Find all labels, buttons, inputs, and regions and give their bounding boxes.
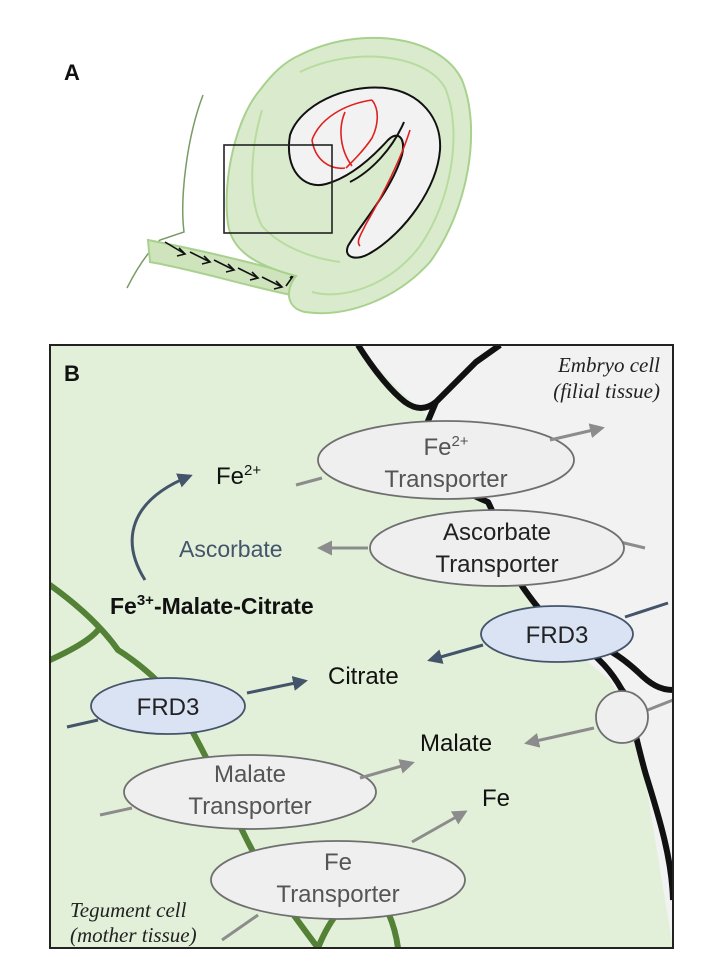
fe2-transporter: Fe2+ Transporter [317, 420, 575, 500]
embryo-vasculature [311, 99, 411, 247]
fe2-molecule-superscript: 2+ [244, 462, 261, 479]
transporter-stubs [66, 476, 669, 942]
tegument-cell-sublabel: (mother tissue) [70, 923, 197, 947]
malate-molecule-label: Malate [420, 730, 492, 757]
embryo-fold-line [349, 121, 405, 183]
channel-circle [595, 690, 649, 744]
fe-molecule-label: Fe [482, 785, 510, 812]
malate-transporter-label: Malate [214, 761, 286, 788]
frd3-transporter-right: FRD3 [480, 605, 634, 663]
funiculus-outline [126, 94, 204, 289]
fe-transporter-label: Fe [324, 849, 352, 876]
zoom-region-box [223, 144, 333, 234]
fe2-molecule-label: Fe [216, 463, 244, 490]
malate-transporter: Malate Transporter [123, 754, 377, 830]
ascorbate-transporter-label: Ascorbate [443, 519, 551, 546]
complex-fe-superscript: 3+ [137, 592, 154, 609]
seed-coat-inner-line [299, 55, 455, 296]
flow-arrows [130, 423, 605, 844]
fe2-export-arrow [549, 423, 605, 442]
frd3-transporter-left: FRD3 [90, 677, 246, 735]
complex-fe-label: Fe [110, 593, 137, 619]
panel-b: B Embryo cell (filial tissue) Tegument c… [49, 344, 674, 949]
svg-text:Fe2+: Fe2+ [216, 462, 261, 490]
panel-b-border [49, 344, 674, 949]
panel-a: A [64, 36, 473, 315]
ascorbate-molecule-label: Ascorbate [179, 536, 283, 562]
malate-export-arrow [359, 759, 415, 780]
embryo-cell-sublabel: (filial tissue) [553, 379, 660, 403]
fe-export-arrow [411, 810, 468, 844]
fe2-transporter-label: Fe [423, 434, 451, 461]
fe2-transporter-sublabel: Transporter [384, 466, 507, 493]
svg-text:Fe2+: Fe2+ [423, 433, 468, 461]
frd3-left-label: FRD3 [137, 694, 200, 721]
fe-transporter-sublabel: Transporter [276, 881, 399, 908]
fe2-transporter-superscript: 2+ [451, 433, 468, 450]
malate-transporter-sublabel: Transporter [188, 793, 311, 820]
ascorbate-transporter-sublabel: Transporter [435, 551, 558, 578]
embryo-region [358, 345, 673, 948]
ascorbate-transporter: Ascorbate Transporter [369, 509, 625, 587]
panel-b-label: B [64, 361, 80, 386]
panel-a-label: A [64, 60, 80, 85]
frd3-right-label: FRD3 [526, 622, 589, 649]
fe-transporter: Fe Transporter [210, 840, 466, 920]
embryo-outline [287, 86, 442, 259]
frd3-left-arrow [246, 676, 308, 695]
ascorbate-reduction-arrow [130, 473, 193, 581]
malate-channel-arrow [524, 726, 595, 748]
svg-text:Fe3+-Malate-Citrate: Fe3+-Malate-Citrate [110, 592, 314, 619]
embryo-cell-label: Embryo cell [557, 353, 660, 377]
complex-rest-label: -Malate-Citrate [154, 593, 314, 619]
tegument-cell-label: Tegument cell [70, 898, 187, 922]
frd3-right-arrow [427, 643, 484, 664]
citrate-molecule-label: Citrate [328, 663, 399, 690]
